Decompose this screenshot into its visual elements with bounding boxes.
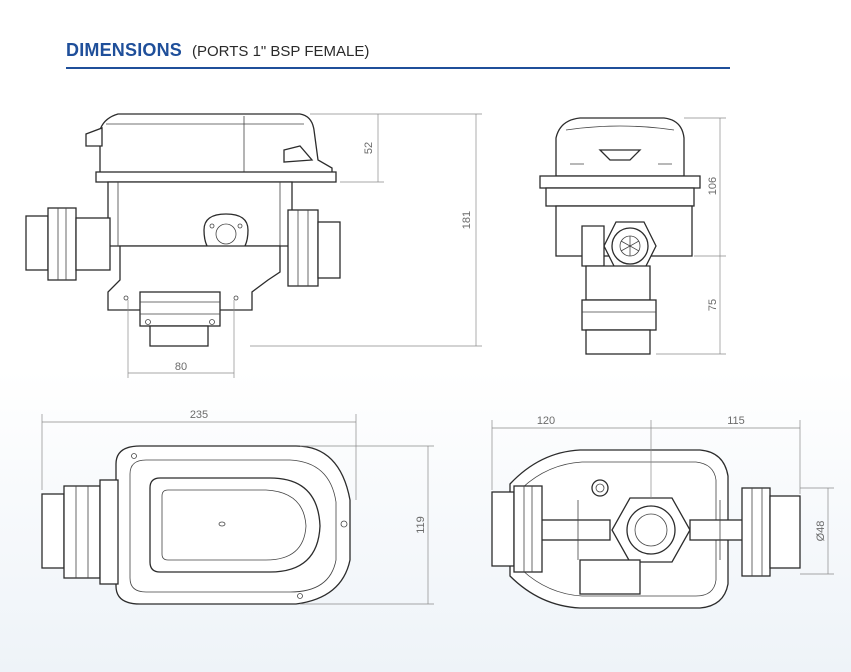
dim-80: 80: [175, 361, 187, 373]
page-title: DIMENSIONS: [66, 40, 183, 60]
bottom-dimensions: 120 115 Ø48: [491, 415, 834, 575]
top-dimensions: 235 119: [41, 409, 434, 605]
header: DIMENSIONS (PORTS 1" BSP FEMALE): [66, 40, 369, 61]
dim-119: 119: [415, 516, 427, 534]
page-subtitle: (PORTS 1" BSP FEMALE): [192, 43, 370, 60]
title-underline: [66, 67, 730, 69]
dim-181: 181: [461, 211, 473, 229]
dim-115: 115: [727, 415, 745, 427]
dim-106: 106: [707, 177, 719, 195]
side-view: [539, 117, 701, 355]
front-view: [25, 113, 341, 347]
dim-75: 75: [707, 299, 719, 311]
side-dimensions: 106 75: [656, 117, 726, 355]
dim-235: 235: [190, 409, 208, 421]
top-view: [41, 445, 351, 605]
dim-120: 120: [537, 415, 555, 427]
front-dimensions: 52 181 80: [127, 113, 482, 378]
bottom-view: [491, 449, 801, 609]
dim-diameter-48: Ø48: [815, 521, 827, 542]
dim-52: 52: [363, 142, 375, 154]
